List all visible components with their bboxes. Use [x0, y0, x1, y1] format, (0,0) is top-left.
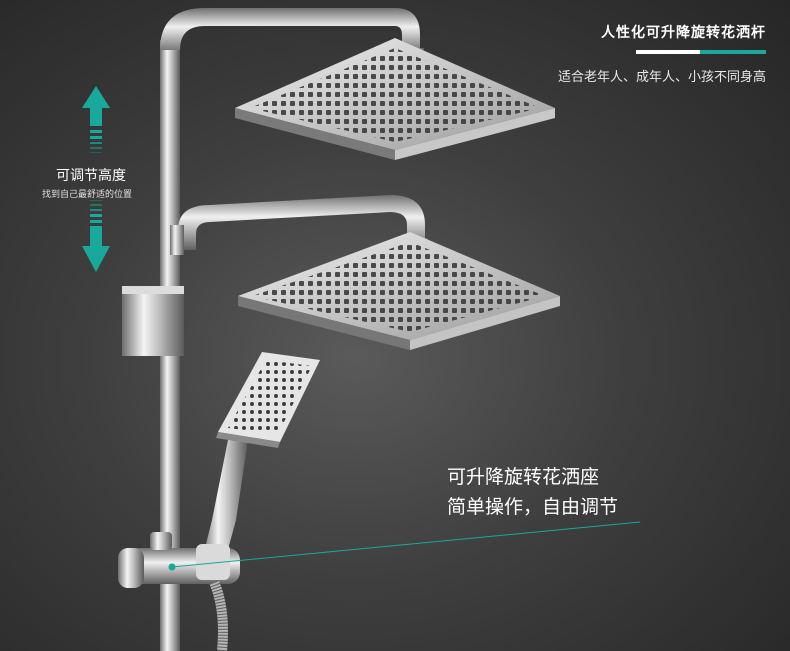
mount-callout-title: 可升降旋转花洒座 [447, 466, 600, 488]
shower-hose [209, 580, 228, 651]
arrow-down-icon [82, 200, 110, 272]
arrow-up-icon [82, 86, 110, 153]
middle-shower-head [238, 232, 560, 350]
height-adjust-sublabel: 找到自己最舒适的位置 [42, 190, 133, 200]
height-adjust-label: 可调节高度 [56, 168, 126, 184]
sliding-mount [118, 532, 240, 588]
top-shower-head [235, 38, 555, 160]
page-title: 人性化可升降旋转花洒杆 [601, 25, 766, 41]
page-subtitle: 适合老年人、成年人、小孩不同身高 [557, 70, 766, 85]
mount-callout-subtitle: 简单操作，自由调节 [447, 496, 619, 518]
hand-shower [202, 352, 320, 564]
callout-leader [168, 521, 641, 571]
lower-arm [170, 195, 425, 255]
title-underline [636, 50, 766, 54]
wall-bracket [122, 286, 184, 356]
